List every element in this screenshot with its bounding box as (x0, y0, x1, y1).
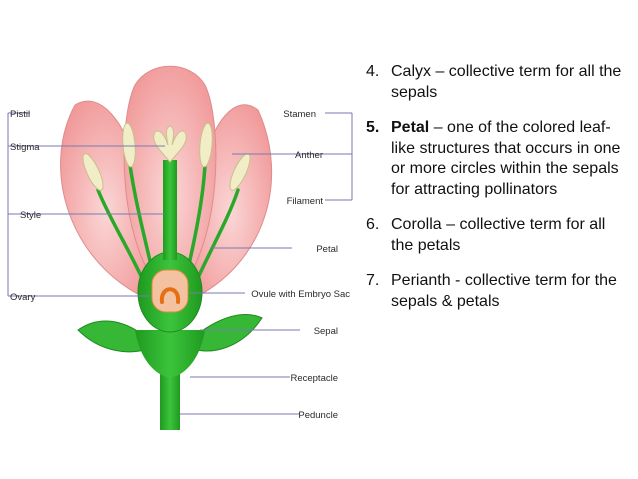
note-number: 5. (366, 119, 380, 136)
anther-1 (82, 153, 104, 191)
label-petal: Petal (316, 244, 338, 255)
label-style: Style (20, 210, 41, 221)
sepals (77, 313, 263, 353)
label-stamen: Stamen (283, 109, 316, 120)
label-anther: Anther (295, 150, 323, 161)
note-body: Perianth - collective term for the sepal… (391, 272, 617, 310)
note-item: 4. Calyx – collective term for all the s… (366, 62, 628, 103)
note-body: Calyx – collective term for all the sepa… (391, 63, 622, 101)
note-text: Corolla – collective term for all the pe… (391, 215, 628, 256)
right-label-lines (180, 112, 353, 415)
label-sepal: Sepal (314, 326, 338, 337)
left-label-lines (7, 112, 165, 297)
flower-diagram: Pistil Stigma Style Ovary Stamen Anther … (7, 65, 353, 430)
label-peduncle: Peduncle (298, 410, 338, 421)
label-pistil: Pistil (10, 109, 30, 120)
receptacle (135, 330, 205, 378)
note-text: Petal – one of the colored leaf-like str… (391, 118, 628, 200)
note-item: 6. Corolla – collective term for all the… (366, 215, 628, 256)
ovule (159, 287, 181, 304)
note-number: 7. (366, 272, 380, 289)
note-body: – one of the colored leaf-like structure… (391, 119, 621, 198)
anthers (82, 122, 251, 191)
label-receptacle: Receptacle (290, 373, 338, 384)
definition-list: 4. Calyx – collective term for all the s… (366, 62, 628, 327)
note-item: 7. Perianth - collective term for the se… (366, 271, 628, 312)
peduncle (160, 360, 180, 430)
note-text: Perianth - collective term for the sepal… (391, 271, 628, 312)
label-ovary: Ovary (10, 292, 36, 303)
sepal-left (77, 320, 151, 353)
label-filament: Filament (287, 196, 324, 207)
note-term: Petal (391, 119, 430, 136)
label-stigma: Stigma (10, 142, 40, 153)
note-item: 5. Petal – one of the colored leaf-like … (366, 118, 628, 200)
stigma (153, 125, 187, 163)
note-number: 4. (366, 63, 380, 80)
label-ovule: Ovule with Embryo Sac (251, 289, 350, 300)
pistil (135, 125, 205, 430)
note-body: Corolla – collective term for all the pe… (391, 216, 606, 254)
sepal-right (189, 313, 263, 352)
style (163, 160, 177, 260)
note-number: 6. (366, 216, 380, 233)
anther-3 (199, 122, 213, 168)
note-text: Calyx – collective term for all the sepa… (391, 62, 628, 103)
